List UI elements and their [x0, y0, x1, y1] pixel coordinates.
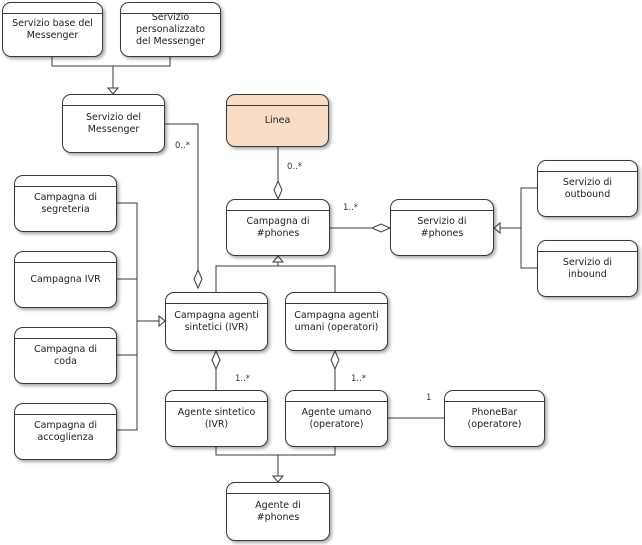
node-servizio-outbound[interactable]: Servizio di outbound: [537, 160, 638, 217]
gen-arrow-agente: [271, 475, 285, 483]
node-phonebar-operatore[interactable]: PhoneBar (operatore): [444, 390, 545, 447]
diamond-sintetici-top: [193, 268, 203, 290]
gen-campaign-types: [117, 202, 138, 431]
gen-outbound-inbound: [520, 187, 537, 269]
diamond-sintetici-bottom: [211, 349, 221, 371]
node-servizio-personalizzato-messenger[interactable]: Servizio personalizzato del Messenger: [120, 2, 221, 57]
gen-messenger-services: [51, 57, 171, 67]
node-campagna-coda[interactable]: Campagna di coda: [14, 327, 117, 384]
node-campagna-accoglienza[interactable]: Campagna di accoglienza: [14, 403, 117, 460]
diamond-umani-bottom: [330, 349, 340, 371]
node-servizio-messenger[interactable]: Servizio del Messenger: [62, 94, 165, 153]
gen-arrow-sintetici: [158, 314, 166, 328]
gen-arrow-messenger: [106, 87, 120, 95]
gen-agents: [215, 447, 336, 456]
multiplicity-umani-agente: 1..*: [351, 374, 367, 384]
node-campagna-ivr[interactable]: Campagna IVR: [14, 251, 117, 308]
multiplicity-campagna-servizio: 1..*: [343, 203, 359, 213]
diamond-campagna-top: [273, 179, 283, 201]
node-servizio-phones[interactable]: Servizio di #phones: [390, 199, 494, 256]
node-agente-sintetico[interactable]: Agente sintetico (IVR): [165, 390, 268, 447]
node-campagna-phones[interactable]: Campagna di #phones: [226, 199, 330, 256]
gen-agenti-campaigns: [215, 265, 336, 292]
node-agente-phones[interactable]: Agente di #phones: [226, 482, 330, 541]
node-campagna-agenti-sintetici[interactable]: Campagna agenti sintetici (IVR): [165, 292, 268, 351]
node-campagna-segreteria[interactable]: Campagna di segreteria: [14, 175, 117, 232]
multiplicity-sintetici-agente: 1..*: [235, 374, 251, 384]
diamond-servizio-left: [370, 223, 392, 233]
node-servizio-base-messenger[interactable]: Servizio base del Messenger: [2, 2, 103, 57]
node-agente-umano[interactable]: Agente umano (operatore): [285, 390, 388, 447]
node-linea[interactable]: Linea: [226, 94, 329, 147]
gen-arrow-campagna: [271, 255, 285, 263]
multiplicity-linea-campagna: 0..*: [287, 162, 303, 172]
node-campagna-agenti-umani[interactable]: Campagna agenti umani (operatori): [285, 292, 388, 351]
node-servizio-inbound[interactable]: Servizio di inbound: [537, 240, 638, 297]
gen-arrow-servizio: [493, 221, 501, 235]
multiplicity-messenger-campagna: 0..*: [175, 141, 191, 151]
multiplicity-phonebar: 1: [426, 393, 432, 403]
assoc-messenger-sintetici: [165, 123, 199, 270]
